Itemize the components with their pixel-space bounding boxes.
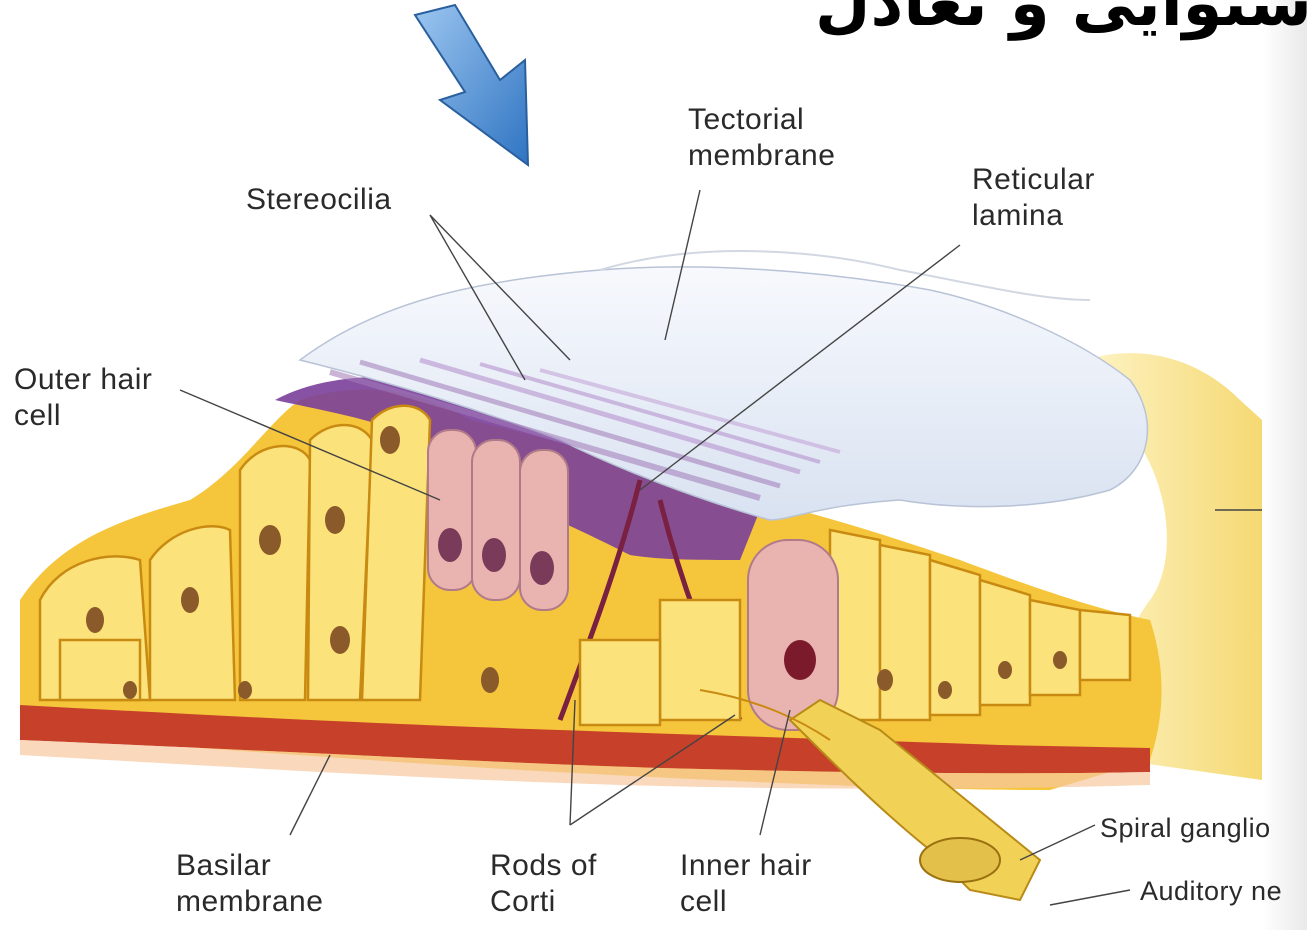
label-inner-hair-cell: Inner hair cell	[680, 848, 812, 920]
label-outer-hair-cell: Outer hair cell	[14, 362, 152, 434]
label-spiral-ganglion: Spiral ganglio	[1100, 810, 1271, 846]
label-reticular-lamina: Reticular lamina	[972, 162, 1095, 234]
label-tectorial-membrane: Tectorial membrane	[688, 102, 835, 174]
label-rods-of-corti: Rods of Corti	[490, 848, 597, 920]
label-stereocilia: Stereocilia	[246, 182, 392, 218]
sound-direction-arrow	[415, 5, 528, 165]
label-basilar-membrane: Basilar membrane	[176, 848, 323, 920]
image-edge-shade	[1262, 0, 1307, 930]
label-auditory-nerve: Auditory ne	[1140, 873, 1282, 909]
page-title: شنوایی و تعادل	[815, 0, 1307, 36]
